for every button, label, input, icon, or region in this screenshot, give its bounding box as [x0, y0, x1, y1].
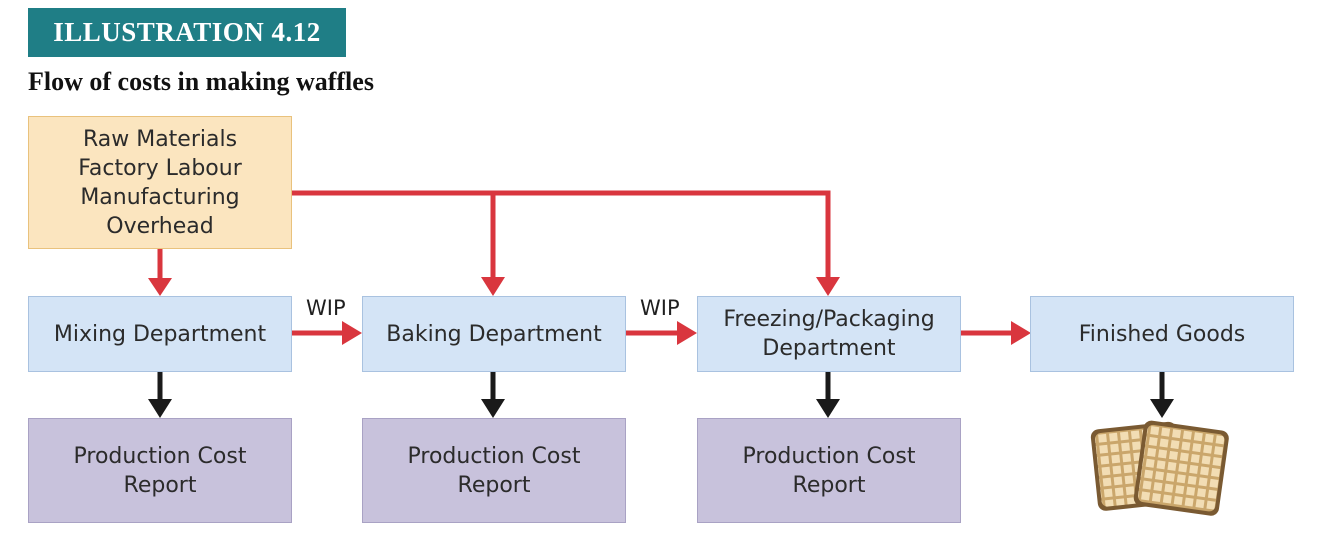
cost-inputs-box: Raw Materials Factory Labour Manufacturi…: [28, 116, 292, 249]
report-label: Production Cost Report: [73, 443, 247, 498]
report-label: Production Cost Report: [407, 443, 581, 498]
finished-goods-label: Finished Goods: [1078, 321, 1246, 347]
arrow-mixing-to-report: [148, 372, 172, 418]
arrow-freezing-to-report: [816, 372, 840, 418]
freezing-production-cost-report: Production Cost Report: [697, 418, 961, 523]
baking-production-cost-report: Production Cost Report: [362, 418, 626, 523]
arrow-inputs-to-baking-and-freezing: [292, 190, 840, 296]
finished-goods-box: Finished Goods: [1030, 296, 1294, 372]
freezing-packaging-department-label: Freezing/Packaging Department: [723, 307, 935, 361]
baking-department-label: Baking Department: [386, 321, 602, 347]
illustration-label: ILLUSTRATION 4.12: [28, 8, 346, 57]
arrow-freezing-to-finished: [961, 321, 1031, 345]
report-label: Production Cost Report: [742, 443, 916, 498]
arrow-baking-to-report: [481, 372, 505, 418]
freezing-packaging-department-box: Freezing/Packaging Department: [697, 296, 961, 372]
arrow-mixing-to-baking: [292, 321, 362, 345]
mixing-department-box: Mixing Department: [28, 296, 292, 372]
diagram-subtitle: Flow of costs in making waffles: [28, 67, 374, 96]
mixing-department-label: Mixing Department: [53, 321, 267, 347]
arrow-finished-to-waffles: [1150, 372, 1174, 418]
wip-label-baking-freezing: WIP: [640, 296, 680, 320]
mixing-production-cost-report: Production Cost Report: [28, 418, 292, 523]
cost-inputs-text: Raw Materials Factory Labour Manufacturi…: [78, 126, 242, 239]
arrow-baking-to-freezing: [626, 321, 697, 345]
wip-label-mixing-baking: WIP: [306, 296, 346, 320]
arrow-inputs-to-mixing: [148, 249, 172, 296]
baking-department-box: Baking Department: [362, 296, 626, 372]
waffles-icon: [1090, 420, 1229, 516]
